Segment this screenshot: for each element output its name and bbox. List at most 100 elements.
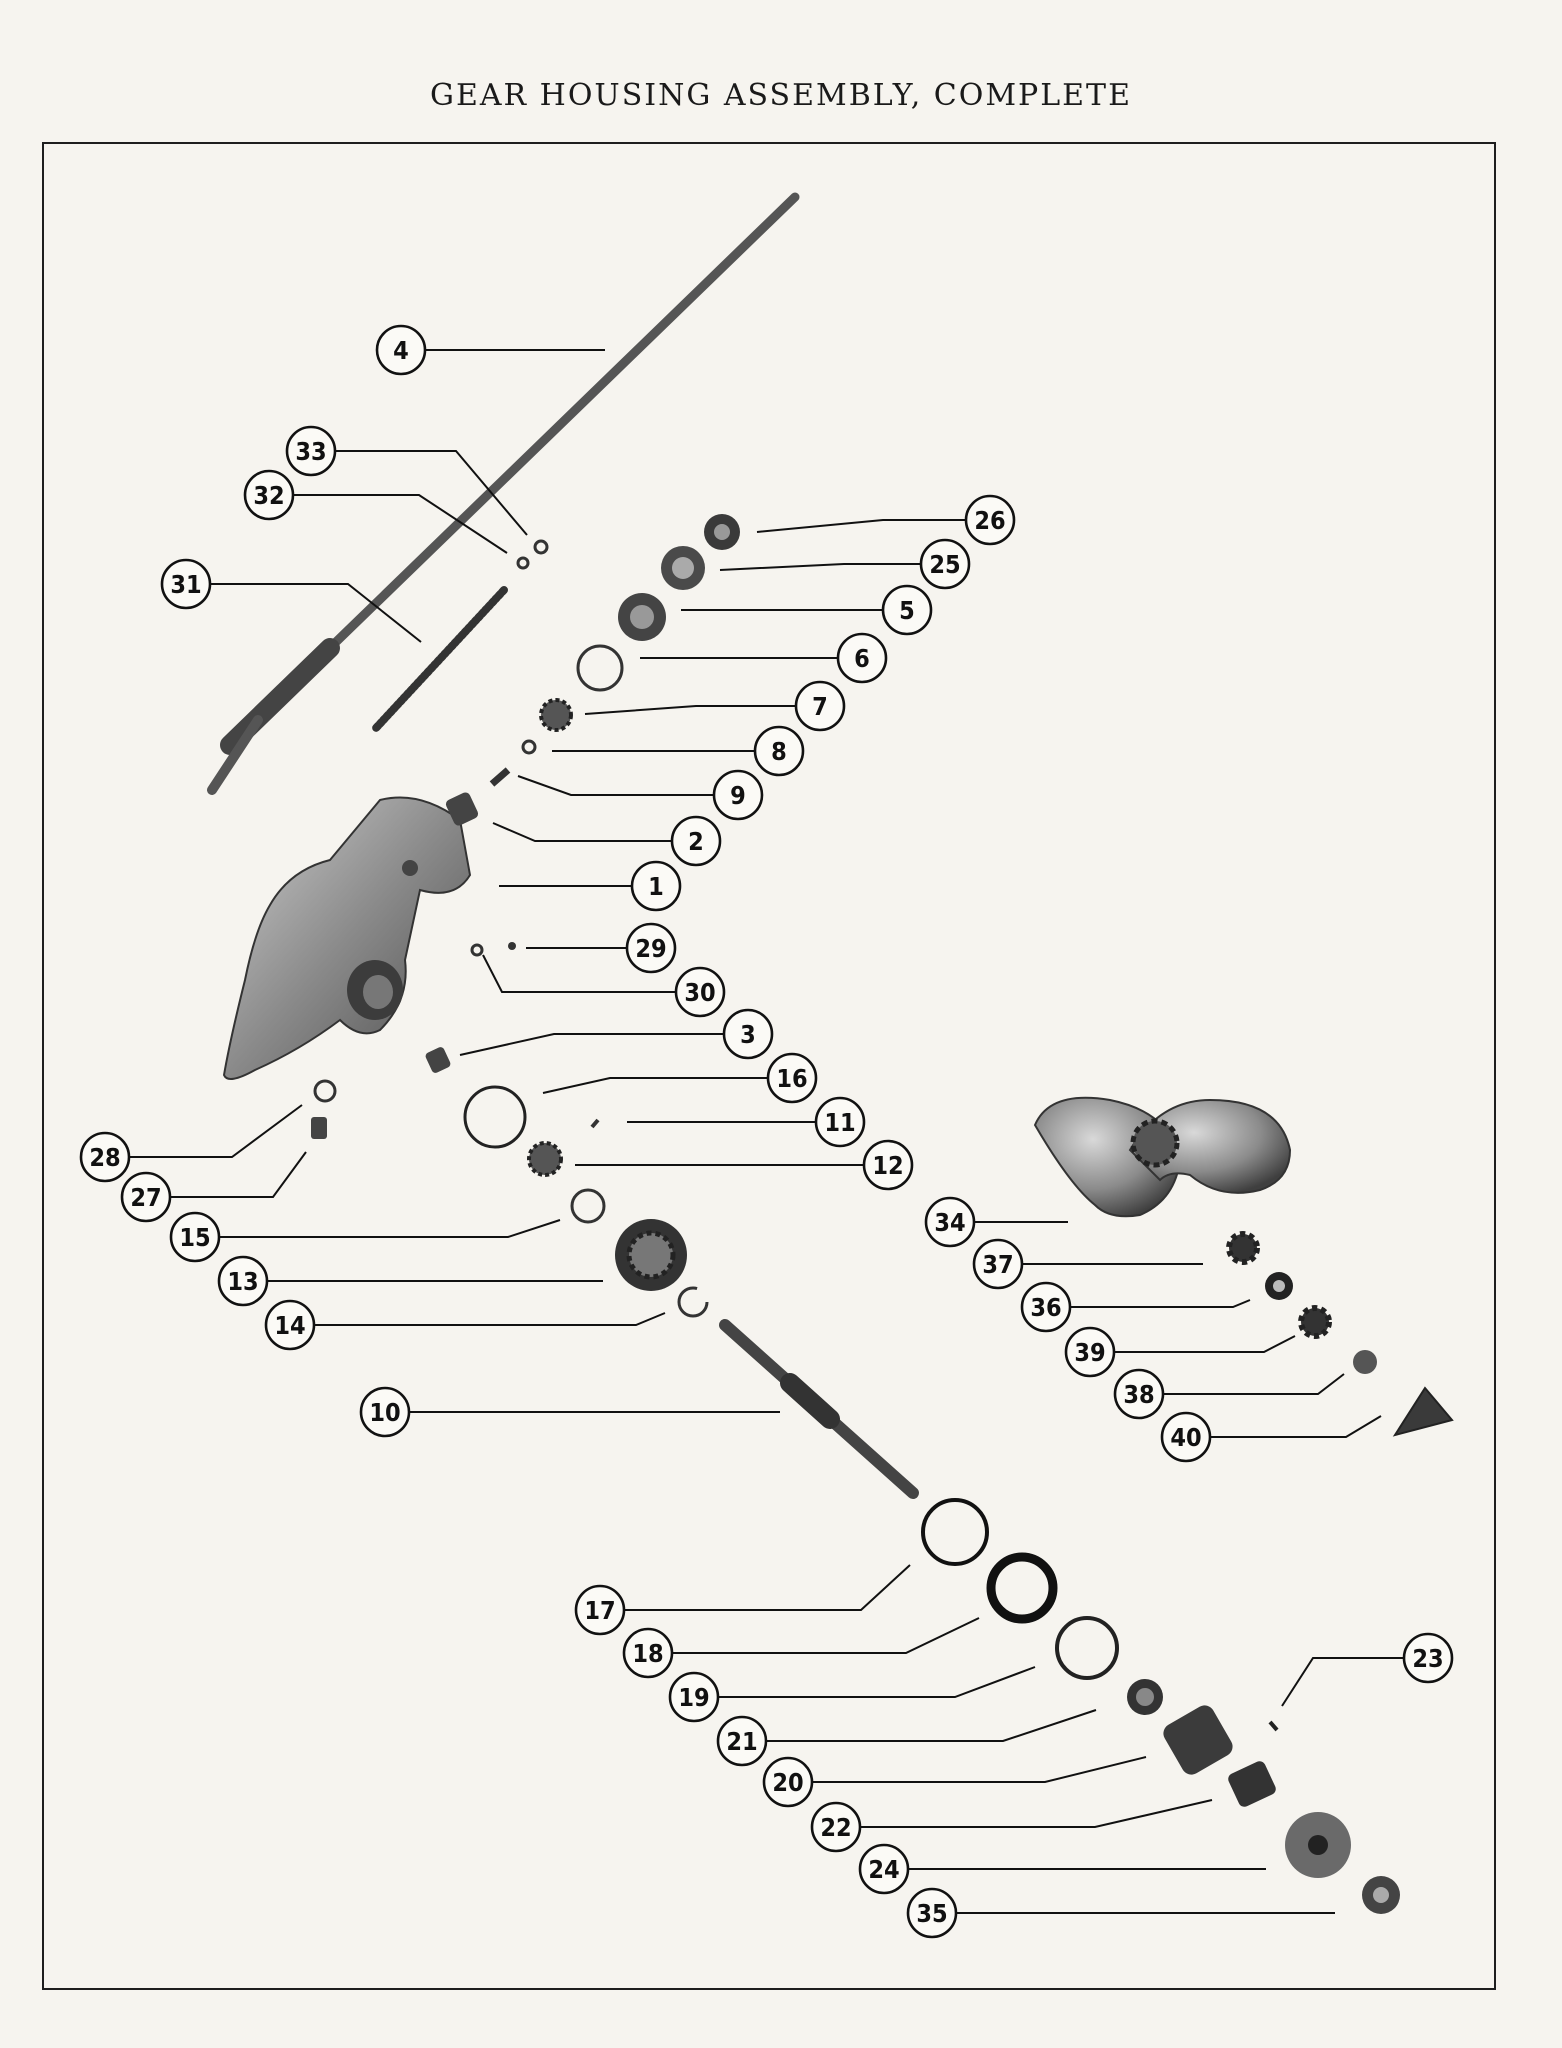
callout-number-19: 19 [678, 1683, 709, 1712]
callout-22: 22 [810, 1799, 1213, 1853]
callout-37: 37 [972, 1238, 1203, 1290]
callout-number-4: 4 [393, 336, 409, 365]
callout-number-28: 28 [89, 1143, 120, 1172]
callout-circle-24 [858, 1843, 910, 1895]
callout-number-31: 31 [170, 570, 201, 599]
callout-number-26: 26 [974, 506, 1005, 535]
callout-7: 7 [584, 680, 846, 732]
callout-number-1: 1 [648, 872, 664, 901]
callout-circle-28 [79, 1131, 131, 1183]
callout-number-20: 20 [772, 1768, 803, 1797]
callout-38: 38 [1113, 1368, 1345, 1420]
callout-number-24: 24 [868, 1855, 899, 1884]
callout-number-40: 40 [1170, 1423, 1201, 1452]
leader-line-36 [1071, 1299, 1251, 1308]
callout-number-35: 35 [916, 1899, 947, 1928]
callout-number-10: 10 [369, 1398, 400, 1427]
leader-line-30 [482, 954, 675, 993]
callout-21: 21 [716, 1709, 1097, 1767]
callout-number-32: 32 [253, 481, 284, 510]
callout-number-15: 15 [179, 1223, 210, 1252]
small-nut-part [516, 539, 549, 570]
callout-number-21: 21 [726, 1727, 757, 1756]
callout-circle-9 [712, 769, 764, 821]
callout-circle-8 [753, 725, 805, 777]
callout-circle-30 [674, 966, 726, 1018]
callout-number-25: 25 [929, 550, 960, 579]
callout-number-27: 27 [130, 1183, 161, 1212]
callout-circle-1 [630, 860, 682, 912]
propeller-shaft-part [719, 1319, 919, 1499]
callout-23: 23 [1281, 1632, 1454, 1707]
callout-circle-23 [1402, 1632, 1454, 1684]
callout-1: 1 [499, 860, 682, 912]
callout-circle-3 [722, 1008, 774, 1060]
callout-number-36: 36 [1030, 1293, 1061, 1322]
callout-circle-17 [574, 1584, 626, 1636]
callout-circle-34 [924, 1196, 976, 1248]
callout-4: 4 [375, 324, 605, 376]
leader-line-39 [1115, 1335, 1296, 1353]
callout-20: 20 [762, 1756, 1147, 1808]
callout-number-3: 3 [740, 1020, 756, 1049]
callout-40: 40 [1160, 1411, 1382, 1463]
callout-circle-32 [243, 469, 295, 521]
callout-number-6: 6 [854, 644, 870, 673]
callout-3: 3 [459, 1008, 774, 1060]
callout-circle-29 [625, 922, 677, 974]
callout-number-17: 17 [584, 1596, 615, 1625]
callout-8: 8 [552, 725, 805, 777]
callout-circle-18 [622, 1627, 674, 1679]
leader-line-14 [315, 1312, 666, 1326]
callout-28: 28 [79, 1104, 303, 1183]
leader-line-28 [130, 1104, 303, 1158]
page-title: GEAR HOUSING ASSEMBLY, COMPLETE [430, 78, 1132, 113]
callout-circle-21 [716, 1715, 768, 1767]
leader-line-33 [336, 450, 528, 536]
leader-line-32 [294, 494, 508, 554]
callout-circle-26 [964, 494, 1016, 546]
callout-16: 16 [542, 1052, 818, 1104]
callout-15: 15 [169, 1211, 561, 1263]
callout-layer: 1234567891011121314151617181920212223242… [79, 324, 1454, 1939]
leader-line-3 [459, 1033, 723, 1056]
callout-circle-16 [766, 1052, 818, 1104]
callout-number-34: 34 [934, 1208, 965, 1237]
callout-circle-25 [919, 538, 971, 590]
callout-circle-14 [264, 1299, 316, 1351]
callout-14: 14 [264, 1299, 666, 1351]
callout-35: 35 [906, 1887, 1335, 1939]
callout-circle-6 [836, 632, 888, 684]
leader-line-26 [756, 519, 965, 533]
callout-number-5: 5 [899, 596, 915, 625]
callout-26: 26 [756, 494, 1016, 546]
callout-number-37: 37 [982, 1250, 1013, 1279]
callout-6: 6 [640, 632, 888, 684]
threaded-stud-part [372, 586, 508, 732]
leader-line-2 [492, 822, 671, 842]
callout-11: 11 [627, 1096, 866, 1148]
callout-27: 27 [120, 1151, 307, 1223]
callout-circle-39 [1064, 1326, 1116, 1378]
callout-31: 31 [160, 558, 422, 643]
callout-circle-38 [1113, 1368, 1165, 1420]
callout-circle-40 [1160, 1411, 1212, 1463]
callout-33: 33 [285, 425, 528, 536]
callout-29: 29 [526, 922, 677, 974]
callout-34: 34 [924, 1196, 1068, 1248]
drive-shaft-part [207, 192, 800, 795]
callout-number-30: 30 [684, 978, 715, 1007]
callout-number-2: 2 [688, 827, 704, 856]
leader-line-22 [861, 1799, 1213, 1828]
callout-number-12: 12 [872, 1151, 903, 1180]
callout-13: 13 [217, 1255, 603, 1307]
callout-2: 2 [492, 815, 722, 867]
callout-5: 5 [681, 584, 933, 636]
callout-number-7: 7 [812, 692, 828, 721]
leader-line-40 [1211, 1415, 1382, 1438]
callout-number-33: 33 [295, 437, 326, 466]
diagram-frame [42, 142, 1496, 1990]
propeller-part [1033, 1096, 1292, 1218]
leader-line-38 [1164, 1373, 1345, 1395]
